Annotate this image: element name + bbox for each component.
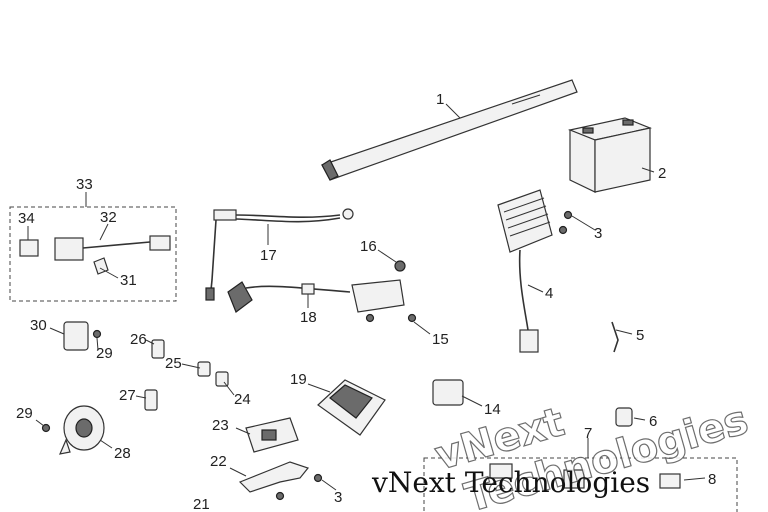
callout-30: 30 xyxy=(30,317,47,334)
callout-4: 4 xyxy=(545,285,553,302)
callout-24: 24 xyxy=(234,391,251,408)
part-4-regulator xyxy=(497,189,553,353)
watermark: vNext Technologies vNext Technologies xyxy=(371,396,754,512)
callout-1: 1 xyxy=(436,91,444,108)
bolts xyxy=(41,210,573,501)
callout-14: 14 xyxy=(484,401,501,418)
connectors-24-27 xyxy=(144,339,229,411)
callout-3: 3 xyxy=(594,225,602,242)
callout-labels: 1 2 3 3 4 5 6 7 8 14 15 16 17 18 19 21 2… xyxy=(16,91,716,512)
callout-31: 31 xyxy=(120,272,137,289)
part-5-clip xyxy=(611,321,619,353)
part-19-cdi xyxy=(317,379,386,436)
callout-33: 33 xyxy=(76,176,93,193)
part-17-cable xyxy=(205,208,354,301)
leader-lines xyxy=(27,103,706,491)
callout-17: 17 xyxy=(260,247,277,264)
callout-25: 25 xyxy=(165,355,182,372)
part-22-plate xyxy=(238,461,310,493)
callout-23: 23 xyxy=(212,417,229,434)
part-1-bar xyxy=(321,79,578,181)
watermark-caption: vNext Technologies xyxy=(371,466,650,499)
callout-16: 16 xyxy=(360,238,377,255)
callout-29: 29 xyxy=(16,405,33,422)
callout-34: 34 xyxy=(18,210,35,227)
callout-15: 15 xyxy=(432,331,449,348)
callout-27: 27 xyxy=(119,387,136,404)
callout-29: 29 xyxy=(96,345,113,362)
callout-2: 2 xyxy=(658,165,666,182)
callout-32: 32 xyxy=(100,209,117,226)
part-14-relay xyxy=(432,379,464,406)
callout-19: 19 xyxy=(290,371,307,388)
part-23-bracket xyxy=(245,417,299,453)
callout-26: 26 xyxy=(130,331,147,348)
callout-28: 28 xyxy=(114,445,131,462)
group-33-box xyxy=(9,206,177,302)
callout-18: 18 xyxy=(300,309,317,326)
callout-8: 8 xyxy=(708,471,716,488)
callout-22: 22 xyxy=(210,453,227,470)
part-30-relay xyxy=(63,321,89,351)
callout-6: 6 xyxy=(649,413,657,430)
callout-7: 7 xyxy=(584,425,592,442)
part-6-cap xyxy=(615,407,633,427)
callout-21: 21 xyxy=(193,496,210,512)
part-18-ignition xyxy=(227,279,405,313)
part-2-battery xyxy=(567,117,653,193)
group-7-box xyxy=(423,457,738,512)
part-28-horn xyxy=(58,405,105,455)
callout-3: 3 xyxy=(334,489,342,506)
callout-5: 5 xyxy=(636,327,644,344)
